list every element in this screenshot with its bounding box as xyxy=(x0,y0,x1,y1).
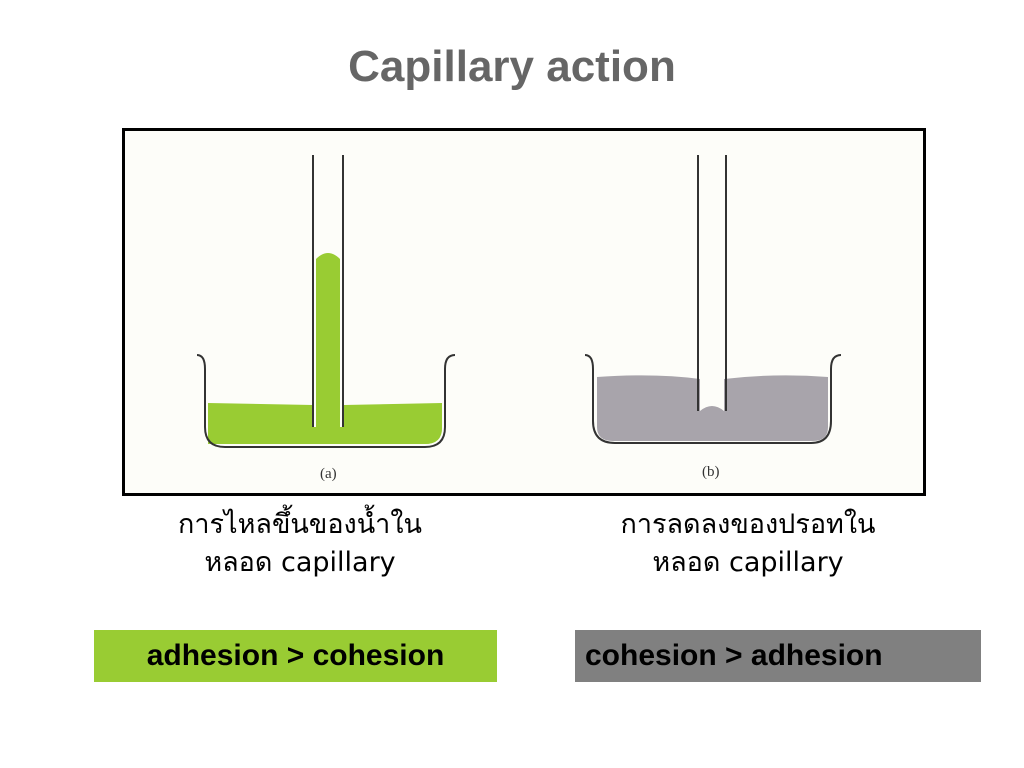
caption-mercury-fall: การลดลงของปรอทใน หลอด capillary xyxy=(568,506,928,582)
slide-title: Capillary action xyxy=(348,42,676,91)
cohesion-greater-label: cohesion > adhesion xyxy=(575,630,981,682)
figure-label-a: (a) xyxy=(320,466,337,482)
caption-left-line2: หลอด capillary xyxy=(204,547,396,578)
water-bottom-a xyxy=(208,427,442,444)
mercury-in-beaker-b-left xyxy=(597,375,828,441)
beaker-b-outline xyxy=(584,354,842,444)
beaker-b: (b) xyxy=(584,155,842,480)
water-column-a xyxy=(316,253,340,427)
caption-left-line1: การไหลขึ้นของน้ำใน xyxy=(178,509,422,540)
capillary-diagram: (a) (b) xyxy=(196,155,842,482)
caption-right-line1: การลดลงของปรอทใน xyxy=(620,509,876,540)
adhesion-greater-label: adhesion > cohesion xyxy=(94,630,497,682)
capillary-figure: (a) (b) xyxy=(122,128,926,496)
caption-right-line2: หลอด capillary xyxy=(652,547,844,578)
figure-label-b: (b) xyxy=(702,464,720,480)
caption-water-rise: การไหลขึ้นของน้ำใน หลอด capillary xyxy=(120,506,480,582)
beaker-a-outline xyxy=(196,354,456,448)
beaker-a: (a) xyxy=(196,155,456,482)
